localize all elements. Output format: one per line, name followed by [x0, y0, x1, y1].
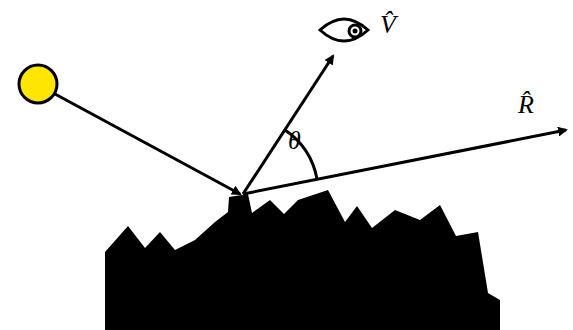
light-source: [19, 65, 57, 103]
eye-icon: [320, 19, 368, 41]
eye-pupil-dot: [353, 29, 358, 34]
angle-label: θ: [288, 128, 301, 154]
reflection-label: R̂: [518, 92, 534, 118]
eye-pupil: [349, 25, 361, 37]
rough-surface: [105, 190, 500, 330]
view-label: V̂: [380, 12, 396, 38]
incident-ray: [55, 94, 240, 194]
view-vector: [243, 56, 333, 194]
